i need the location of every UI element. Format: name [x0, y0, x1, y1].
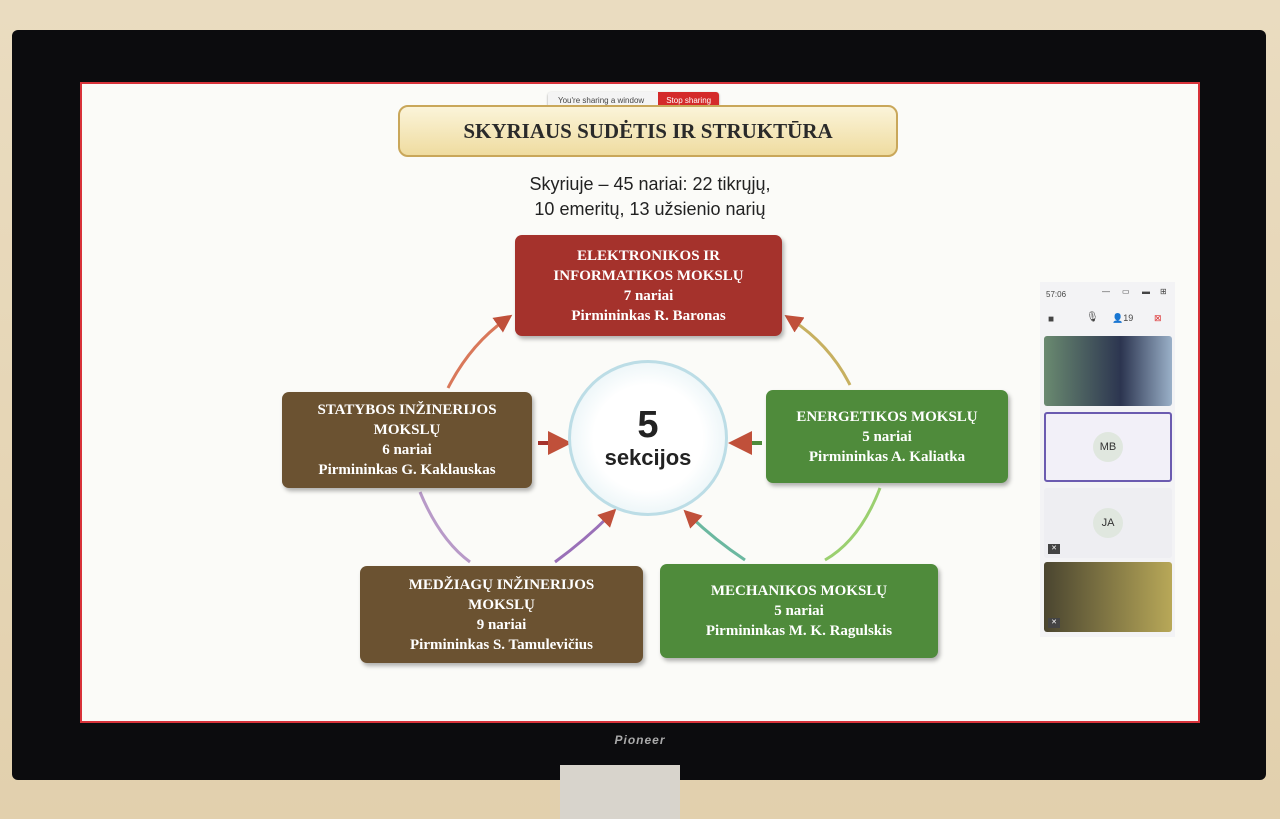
section-name: MEDŽIAGŲ INŽINERIJOS	[408, 576, 595, 593]
video-tile-participant[interactable]	[1044, 336, 1172, 406]
participants-button[interactable]: 👤19	[1112, 313, 1134, 323]
section-members: 5 nariai	[774, 603, 824, 619]
slide-title: SKYRIAUS SUDĖTIS IR STRUKTŪRA	[398, 105, 898, 157]
section-chair: Pirmininkas M. K. Ragulskis	[705, 623, 893, 639]
section-name: MOKSLŲ	[468, 596, 535, 613]
muted-icon: ✕	[1048, 544, 1060, 554]
section-name: STATYBOS INŽINERIJOS	[317, 402, 497, 418]
grid-icon[interactable]: ⊞	[1160, 287, 1167, 296]
section-box-materials: MEDŽIAGŲ INŽINERIJOS MOKSLŲ 9 nariai Pir…	[360, 566, 643, 663]
section-name: ELEKTRONIKOS IR	[577, 247, 720, 264]
monitor-brand-logo: Pioneer	[614, 733, 666, 747]
sections-count: 5	[637, 404, 659, 446]
section-chair: Pirmininkas G. Kaklauskas	[318, 462, 496, 478]
slide-subtitle: Skyriuje – 45 nariai: 22 tikrųjų, 10 eme…	[440, 172, 860, 222]
video-call-panel: 57:06 — ▭ ▬ ⊞ ■ 🎙 👤19 ⊠ MB JA ✕ ✕	[1040, 282, 1175, 637]
avatar: MB	[1093, 432, 1123, 462]
monitor-stand	[560, 765, 680, 819]
muted-icon: ✕	[1048, 618, 1060, 628]
leave-call-icon[interactable]: ⊠	[1154, 313, 1162, 323]
section-chair: Pirmininkas R. Baronas	[571, 307, 726, 324]
section-name: MOKSLŲ	[373, 422, 441, 438]
section-box-energy: ENERGETIKOS MOKSLŲ 5 nariai Pirmininkas …	[766, 390, 1008, 483]
section-box-construction: STATYBOS INŽINERIJOS MOKSLŲ 6 nariai Pir…	[282, 392, 532, 488]
section-members: 9 nariai	[476, 616, 527, 633]
section-box-electronics: ELEKTRONIKOS IR INFORMATIKOS MOKSLŲ 7 na…	[515, 235, 782, 336]
video-tile-participant[interactable]: ✕	[1044, 562, 1172, 632]
section-members: 7 nariai	[623, 287, 674, 304]
camera-icon[interactable]: ■	[1048, 314, 1055, 325]
restore-icon[interactable]: ▭	[1122, 287, 1130, 296]
section-chair: Pirmininkas S. Tamulevičius	[410, 636, 593, 653]
section-members: 6 nariai	[382, 442, 432, 458]
section-name: ENERGETIKOS MOKSLŲ	[796, 408, 978, 425]
section-chair: Pirmininkas A. Kaliatka	[808, 448, 966, 465]
section-box-mechanics: MECHANIKOS MOKSLŲ 5 nariai Pirmininkas M…	[660, 564, 938, 658]
video-tile-mb[interactable]: MB	[1044, 412, 1172, 482]
layout-icon[interactable]: ▬	[1142, 287, 1150, 296]
section-name: INFORMATIKOS MOKSLŲ	[553, 267, 744, 284]
minimize-icon[interactable]: —	[1102, 287, 1110, 296]
avatar: JA	[1093, 508, 1123, 538]
subtitle-line: 10 emeritų, 13 užsienio narių	[534, 199, 766, 219]
video-tile-ja[interactable]: JA ✕	[1044, 488, 1172, 558]
section-members: 5 nariai	[862, 428, 912, 445]
section-name: MECHANIKOS MOKSLŲ	[710, 583, 888, 599]
participant-count: 19	[1123, 313, 1134, 323]
microphone-icon[interactable]: 🎙	[1086, 312, 1099, 323]
subtitle-line: Skyriuje – 45 nariai: 22 tikrųjų,	[529, 174, 771, 194]
call-timer: 57:06	[1046, 290, 1067, 299]
sections-label: sekcijos	[604, 445, 692, 470]
sections-count-circle: 5 sekcijos	[568, 360, 728, 516]
